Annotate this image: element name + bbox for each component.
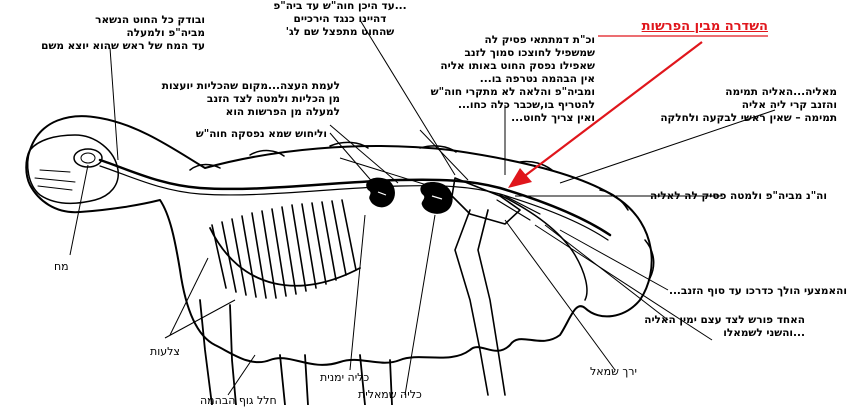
label-spinal-cut: וליחוש שמא נפסקה חוה"ש [196,128,327,141]
label-spine-to-tail: וה"נ מביה"פ ולמטה פסיק לה לאליה [650,190,827,203]
label-line: מאליה...האליה תמימה [660,86,837,99]
label-line: והזנב קרי ליה אליה [660,99,837,112]
label-tail-whole: מאליה...האליה תמימה והזנב קרי ליה אליה ת… [660,86,837,125]
label-top-center: ...עד היכן חוה"ש עד ביה"פ דהיינו כנגד הי… [240,0,440,39]
label-line: עד המח של ראש שהוא יוצא משם [41,40,205,53]
label-left-thigh: ירך שמאל [590,365,637,378]
label-tail-end: והאמצעי הולך כדרכו עד סוף הזנב... [669,285,847,298]
label-line: ובודק כל החוט הנשאר [41,14,205,27]
diagram-title: השדרה מבין הפרשות [610,20,768,33]
label-line: ...והשני לשמאלו [644,327,805,340]
label-top-left: ובודק כל החוט הנשאר מביה"פ ולמעלה עד המח… [41,14,205,53]
label-brain: מח [54,260,69,273]
spinal-cord [100,160,610,235]
sheep-head [28,135,119,203]
label-line: דהיינו כנגד הירכיים [240,13,440,26]
label-line: תמימה – שאין ראשי לבקעה ולחלקה [660,112,837,125]
label-line: להטריף בו,שכבר כלה כחו... [431,99,595,112]
label-right-kidney: כליה ימנית [320,371,369,384]
label-line: ואין צריך לחוט... [431,112,595,125]
label-line: וכ"ת דמתתאי פסיק לה [431,34,595,47]
label-line: אין הבהמה נטרפה בו... [431,73,595,86]
label-line: מן הכליות ולמטה לצד הזנב [162,93,340,106]
label-line: לעמת העצה...מקום שהכליות יועצות [162,80,340,93]
label-line: שמשפיל לחוצכו סמוך לזנב [431,47,595,60]
front-legs [200,300,308,405]
label-kidneys-position: לעמת העצה...מקום שהכליות יועצות מן הכליו… [162,80,340,119]
label-line: שאפילו נפסק החוט באותו אליה [431,60,595,73]
label-tail-split: האחד פורש לצד עצם ימין האליה ...והשני לש… [644,314,805,340]
label-line: ...עד היכן חוה"ש עד ביה"פ [240,0,440,13]
label-line: למעלה מן הפרשות הוא [162,106,340,119]
label-left-kidney: כליה שמאלית [358,388,422,401]
label-ribs: צלעות [150,345,180,358]
label-line: מביה"פ ולמעלה [41,27,205,40]
label-line: ומביה"פ והלאה לא מתקרי חוה"ש [431,86,595,99]
label-line: שהחוט מתפצל שם לג' [240,26,440,39]
label-right-block: וכ"ת דמתתאי פסיק לה שמשפיל לחוצכו סמוך ל… [431,34,595,125]
label-line: האחד פורש לצד עצם ימין האליה [644,314,805,327]
brain-shape [74,149,102,167]
rib-cage [210,200,360,298]
label-body-cavity: חלל גוף הבהמה [200,394,277,407]
hind-leg-bones [455,210,505,395]
